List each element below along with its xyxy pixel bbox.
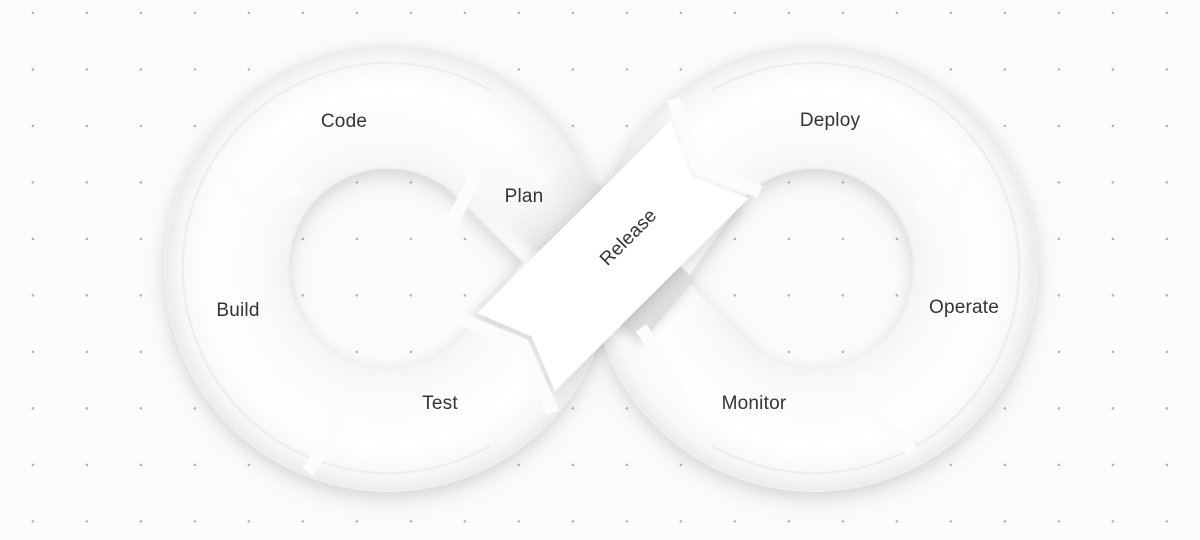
stage-label-deploy: Deploy — [799, 110, 861, 131]
gap-release-deploy — [666, 96, 763, 199]
gap-deploy-operate — [913, 147, 983, 215]
gap-build-test — [302, 382, 345, 476]
gap-code-build — [211, 156, 301, 209]
stage-label-operate: Operate — [928, 297, 1000, 318]
segment-gaps — [211, 126, 983, 476]
stage-label-plan: Plan — [504, 186, 544, 207]
release-band — [477, 120, 749, 391]
left-ring-bevel-line — [181, 62, 491, 474]
stage-label-build: Build — [216, 300, 260, 321]
stage-label-monitor: Monitor — [721, 393, 787, 414]
gap-test-release — [453, 311, 559, 416]
stage-label-code: Code — [320, 111, 368, 132]
gap-code-plan — [443, 126, 481, 232]
gap-operate-monitor — [854, 371, 917, 457]
stage-label-test: Test — [422, 393, 458, 414]
right-ring-bevel-line — [711, 62, 1021, 474]
gap-band-monitor — [635, 324, 695, 415]
release-end-gaps — [453, 96, 763, 416]
